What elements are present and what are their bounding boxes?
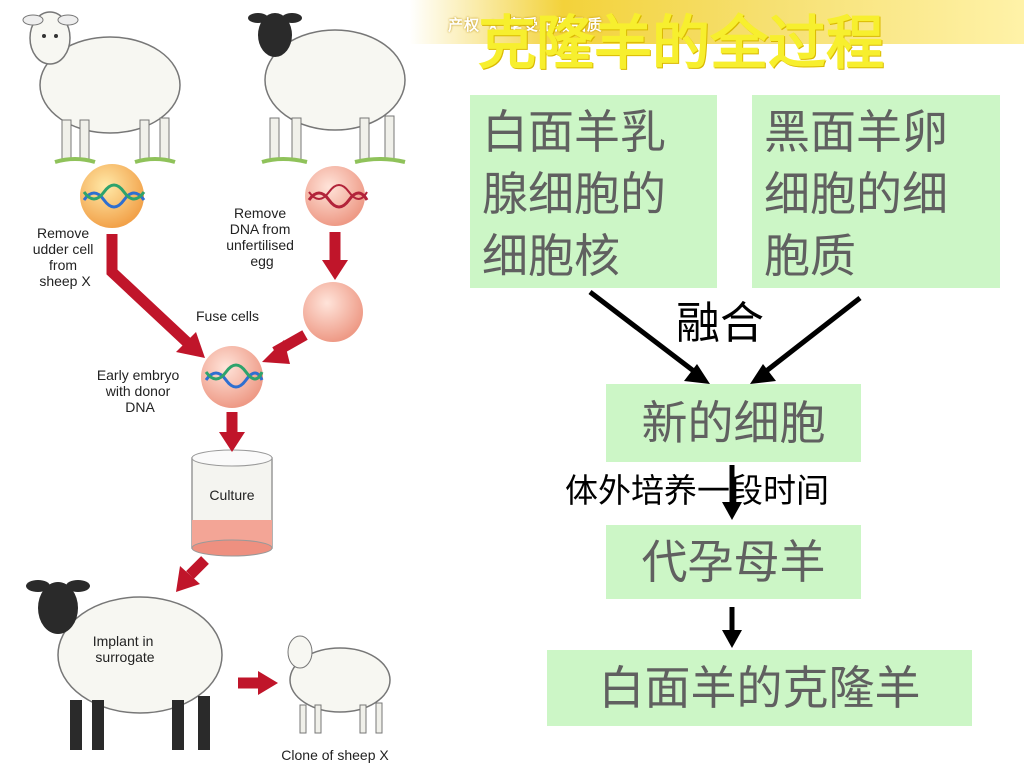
culture-label: Culture xyxy=(209,487,254,503)
fuse-label: 融合 xyxy=(676,298,764,349)
black-face-sheep-image xyxy=(248,13,406,164)
surrogate-mother-box: 代孕母羊 xyxy=(606,525,861,599)
clone-lamb-image xyxy=(287,635,391,734)
embryo-cell-icon xyxy=(201,346,264,408)
new-cell-box: 新的细胞 xyxy=(606,384,861,462)
white-sheep-nucleus-box: 白面羊乳 腺细胞的 细胞核 xyxy=(470,95,717,288)
clone-label: Clone of sheep X xyxy=(281,747,389,763)
early-embryo-label: Early embryo with donor DNA xyxy=(97,367,183,415)
process-arrows xyxy=(106,232,348,695)
egg-cell-icon xyxy=(305,166,369,226)
implant-label: Implant in surrogate xyxy=(93,633,158,665)
fuse-cells-label: Fuse cells xyxy=(196,308,259,324)
remove-dna-label: Remove DNA from unfertilised egg xyxy=(226,205,298,269)
cloning-illustration: Remove udder cell from sheep X Remove DN… xyxy=(0,0,456,768)
watermark-text: 产权 ★ 享受正版品质 xyxy=(448,16,603,34)
sheep-x-image xyxy=(22,11,181,164)
black-sheep-cytoplasm-box: 黑面羊卵 细胞的细 胞质 xyxy=(752,95,1000,288)
clone-result-box: 白面羊的克隆羊 xyxy=(547,650,972,726)
culture-dish-icon xyxy=(191,449,273,557)
remove-udder-label: Remove udder cell from sheep X xyxy=(33,225,98,289)
culture-duration-label: 体外培养一段时间 xyxy=(565,471,829,510)
surrogate-sheep-image xyxy=(26,580,223,750)
top-banner xyxy=(0,0,1024,44)
enucleated-egg-icon xyxy=(303,282,363,342)
udder-cell-icon xyxy=(80,164,146,228)
slide-title: 克隆羊的全过程 xyxy=(478,9,885,77)
